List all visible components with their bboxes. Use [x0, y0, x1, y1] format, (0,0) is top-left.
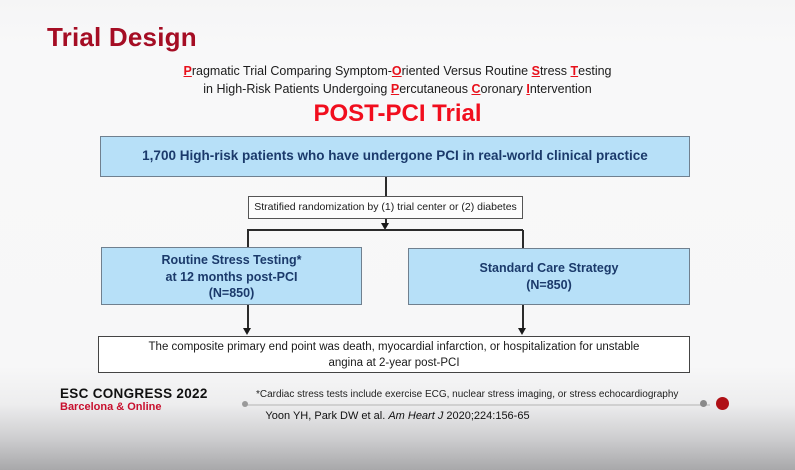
acronym-letter: I — [526, 81, 530, 96]
acronym-letter: P — [390, 81, 400, 96]
arm-left-line-2: at 12 months post-PCI — [165, 269, 298, 284]
connector-population-to-randomization — [385, 177, 387, 196]
subtitle-text: in High-Risk Patients Undergoing — [203, 81, 391, 96]
citation-authors: Yoon YH, Park DW et al. — [265, 410, 389, 422]
connector-right-arm-to-endpoint — [522, 305, 524, 329]
stress-test-footnote: *Cardiac stress tests include exercise E… — [256, 389, 679, 400]
citation-journal: Am Heart J — [388, 410, 444, 422]
congress-logo-text: ESC CONGRESS 2022 — [60, 386, 208, 401]
connector-left-arm-to-endpoint — [247, 305, 249, 329]
branch-drop-left — [247, 230, 249, 247]
connector-randomization-stem — [385, 219, 387, 224]
subtitle-text: ragmatic Trial Comparing Symptom- — [191, 64, 392, 78]
gray-dot-left-icon — [242, 401, 248, 407]
endpoint-line-2: angina at 2-year post-PCI — [328, 356, 460, 369]
acronym-letter: S — [531, 64, 540, 78]
arrowhead-right-icon — [518, 328, 526, 335]
arm-left-line-3: (N=850) — [208, 286, 255, 300]
acronym-letter: T — [570, 64, 579, 78]
arm-right-line-2: (N=850) — [526, 277, 572, 292]
branch-drop-right — [522, 230, 524, 248]
arm-left-line-1: Routine Stress Testing* — [161, 253, 302, 267]
subtitle-text: oronary — [480, 81, 527, 96]
subtitle-line-1: Pragmatic Trial Comparing Symptom-Orient… — [0, 63, 795, 81]
subtitle-text: esting — [578, 64, 612, 78]
citation-reference: 2020;224:156-65 — [443, 410, 530, 422]
branch-horizontal-line — [247, 229, 523, 231]
arrowhead-left-icon — [243, 328, 251, 335]
endpoint-line-1: The composite primary end point was deat… — [148, 341, 640, 353]
subtitle-text: ercutaneous — [399, 81, 472, 96]
arrowhead-randomization-icon — [381, 223, 389, 230]
subtitle-line-2: in High-Risk Patients Undergoing Percuta… — [0, 81, 795, 99]
subtitle-text: tress — [539, 64, 571, 78]
arm-standard-care-box: Standard Care Strategy (N=850) — [408, 248, 690, 305]
footer-divider-line — [245, 404, 710, 406]
gray-dot-right-icon — [700, 400, 707, 407]
subtitle-text: riented Versus Routine — [401, 64, 532, 78]
randomization-box: Stratified randomization by (1) trial ce… — [248, 196, 523, 219]
acronym-letter: P — [183, 64, 192, 78]
arm-routine-stress-testing-box: Routine Stress Testing* at 12 months pos… — [101, 247, 362, 305]
congress-location-text: Barcelona & Online — [60, 401, 162, 413]
primary-endpoint-box: The composite primary end point was deat… — [98, 336, 690, 373]
page-title: Trial Design — [47, 22, 197, 52]
trial-name-heading: POST-PCI Trial — [313, 100, 482, 127]
acronym-letter: C — [471, 81, 481, 96]
red-dot-icon — [716, 397, 729, 410]
population-box: 1,700 High-risk patients who have underg… — [100, 136, 690, 177]
trial-subtitle: Pragmatic Trial Comparing Symptom-Orient… — [0, 63, 795, 98]
acronym-letter: O — [391, 64, 402, 78]
arm-right-line-1: Standard Care Strategy — [479, 261, 619, 275]
citation: Yoon YH, Park DW et al. Am Heart J 2020;… — [0, 410, 795, 422]
subtitle-text: ntervention — [529, 81, 592, 96]
